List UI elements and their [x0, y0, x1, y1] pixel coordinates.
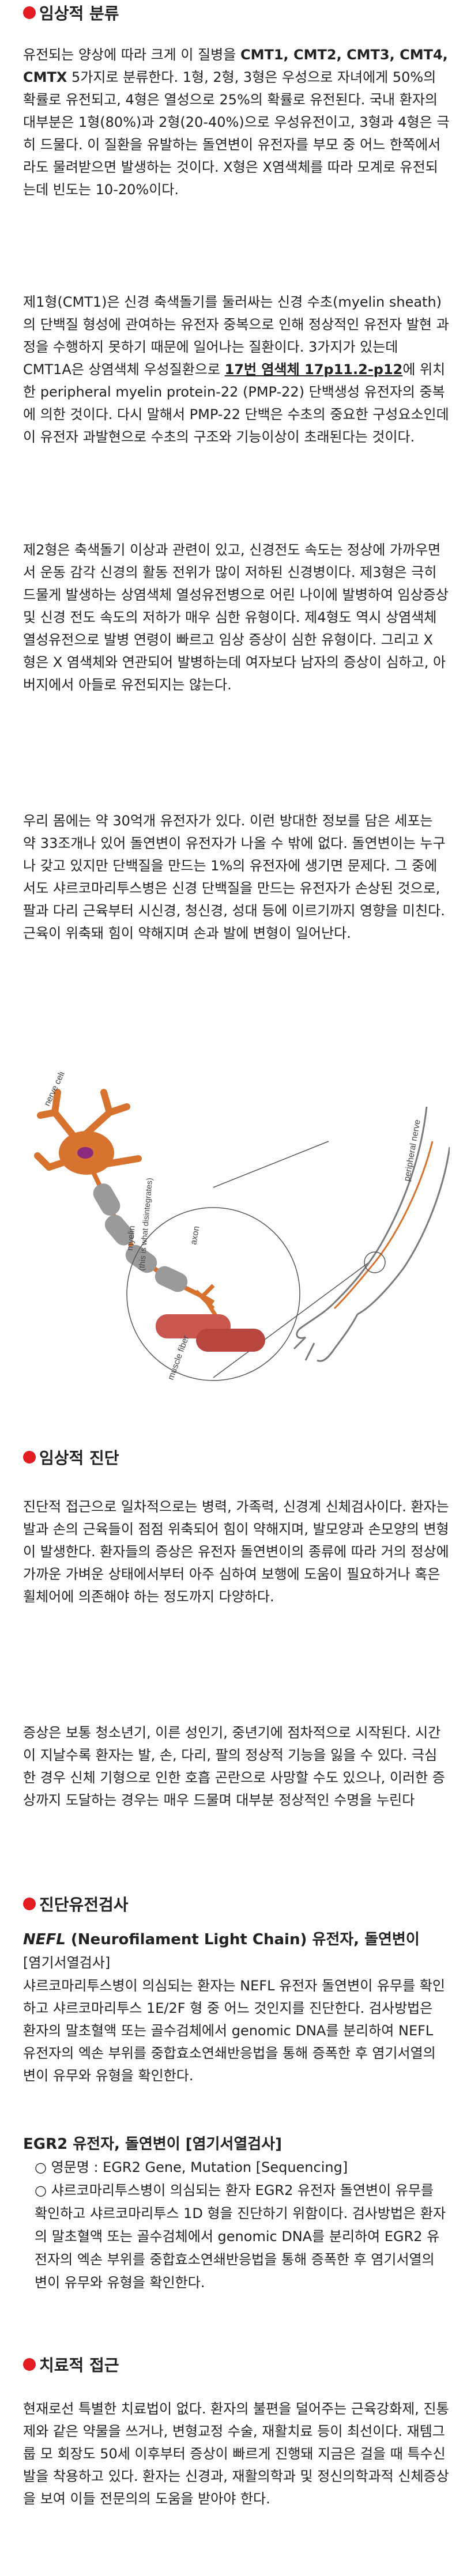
- classification-paragraph-2: 제1형(CMT1)은 신경 축색돌기를 둘러싸는 신경 수초(myelin sh…: [23, 291, 450, 448]
- peripheral-nerve-line: [333, 1141, 434, 1310]
- text-run: 제1형(CMT1)은 신경 축색돌기를 둘러싸는 신경 수초(myelin sh…: [23, 294, 449, 378]
- red-bullet-icon: [23, 1451, 36, 1464]
- nefl-category: [염기서열검사]: [23, 1955, 111, 1971]
- classification-paragraph-4: 우리 몸에는 약 30억개 유전자가 있다. 이런 방대한 정보를 담은 세포는…: [23, 813, 446, 941]
- text-run: 에 위치한 peripheral myelin protein-22 (PMP-…: [23, 361, 449, 445]
- text-run: 유전되는 양상에 따라 크게 이 질병을: [23, 47, 240, 63]
- zoom-line: [213, 1262, 370, 1378]
- red-bullet-icon: [23, 1898, 36, 1910]
- nefl-title: NEFL (Neurofilament Light Chain) 유전자, 돌연…: [23, 1928, 450, 1951]
- section-heading-diagnosis: 임상적 진단: [23, 1446, 450, 1469]
- nefl-gene-name: NEFL: [23, 1931, 66, 1948]
- egr2-title: EGR2 유전자, 돌연변이 [염기서열검사]: [23, 2136, 282, 2153]
- heading-text: 진단유전검사: [39, 1895, 129, 1914]
- red-bullet-icon: [23, 2358, 36, 2371]
- nucleus: [77, 1147, 93, 1159]
- zoom-line: [213, 1141, 329, 1188]
- classification-paragraph-1: 유전되는 양상에 따라 크게 이 질병을 CMT1, CMT2, CMT3, C…: [23, 44, 450, 201]
- diagnosis-paragraph-2: 증상은 보통 청소년기, 이른 성인기, 중년기에 점차적으로 시작된다. 시간…: [23, 1725, 445, 1808]
- egr2-english-name: ○ 영문명 : EGR2 Gene, Mutation [Sequencing]: [35, 2159, 348, 2175]
- section-heading-classification: 임상적 분류: [23, 1, 450, 24]
- cmt-types-bold: CMT1, CMT2, CMT3, CMT4, CMTX: [23, 47, 448, 85]
- egr2-description: ○ 샤르코마리투스병이 의심되는 환자 EGR2 유전자 돌연변이 유무를 확인…: [35, 2182, 446, 2291]
- myelin-segments: [93, 1183, 188, 1292]
- heading-text: 임상적 진단: [39, 1449, 119, 1468]
- label-axon: axon: [189, 1225, 201, 1246]
- red-bullet-icon: [23, 6, 36, 19]
- section-heading-genetic-test: 진단유전검사: [23, 1892, 450, 1915]
- nefl-description: 샤르코마리투스병이 의심되는 환자는 NEFL 유전자 돌연변이 유무를 확인하…: [23, 1978, 445, 2084]
- diagnosis-paragraph-1: 진단적 접근으로 일차적으로는 병력, 가족력, 신경계 신체검사이다. 환자는…: [23, 1499, 449, 1605]
- section-heading-treatment: 치료적 접근: [23, 2353, 450, 2376]
- heading-text: 치료적 접근: [39, 2356, 119, 2375]
- label-myelin: myelin: [125, 1225, 137, 1251]
- label-muscle-fiber: muscle fiber: [166, 1334, 191, 1382]
- muscle-fiber: [156, 1314, 265, 1352]
- nerve-illustration: nerve cell myelin (this is what disinteg…: [23, 1070, 451, 1395]
- zoom-source-circle: [364, 1251, 386, 1273]
- nefl-title-text: (Neurofilament Light Chain) 유전자, 돌연변이: [65, 1931, 420, 1948]
- nerve-illustration-svg: nerve cell myelin (this is what disinteg…: [34, 1070, 451, 1382]
- arm-outline: [293, 1106, 451, 1362]
- treatment-paragraph: 현재로선 특별한 치료법이 없다. 환자의 불편을 덜어주는 근육강화제, 진통…: [23, 2401, 449, 2507]
- zoom-circle: [126, 1207, 300, 1381]
- classification-paragraph-3: 제2형은 축색돌기 이상과 관련이 있고, 신경전도 속도는 정상에 가까우면서…: [23, 542, 449, 693]
- heading-text: 임상적 분류: [39, 4, 119, 23]
- text-run: 5가지로 분류한다. 1형, 2형, 3형은 우성으로 자녀에게 50%의 확률…: [23, 69, 450, 198]
- chromosome-location-underlined: 17번 염색체 17p11.2-p12: [224, 361, 403, 378]
